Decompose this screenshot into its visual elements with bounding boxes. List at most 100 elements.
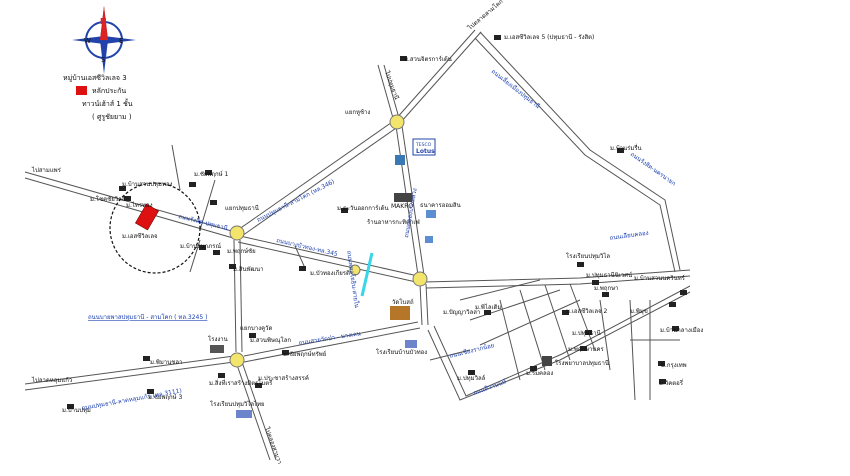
label-right3: ม.บ้านสวนนครินทร์ (634, 274, 686, 282)
label-bl3: ม.พิมานชลา (150, 359, 182, 366)
road-bottom-left (24, 355, 235, 385)
label-right12: ม.ริมคลอง (526, 370, 553, 377)
label-bl6: ม.ชัยพฤกษ์ 3 (148, 393, 183, 401)
label-bank: ธนาคารออมสิน (420, 202, 461, 209)
label-factory: โรงงาน (208, 335, 228, 343)
school-bottom-icon (405, 340, 417, 348)
legend-marker (76, 86, 87, 95)
label-makro: MAKRO (391, 203, 413, 210)
label-bl1: ม.สวนพิษณุโลก (250, 336, 291, 344)
road-label-wat: ถนนพหลโยธิน-สายใน (345, 250, 361, 308)
road-bottom-vertical (235, 361, 271, 461)
label-right2: ม.ปทุมธานีนิเวศน์ (586, 271, 632, 279)
label-right9: ม.บ้านกลางเมือง (660, 326, 703, 334)
legend-line2: ทาวน์เฮ้าส์ 1 ชั้น (82, 97, 133, 108)
road-main-diag (234, 119, 396, 233)
label-mid1: ม.พิไลเดิม (475, 303, 501, 311)
road-right-loop (479, 31, 681, 271)
label-s-top2: ม.สวนจิตรการ์เด้น (404, 55, 452, 63)
legend: หมู่บ้านเอสซีวิลเลจ 3 หลักประกัน ทาวน์เฮ… (63, 74, 133, 121)
roads (24, 29, 691, 461)
label-right5: ม.พิมุข (630, 308, 648, 315)
label-left5: ม.บ้านธนาภรณ์ (180, 242, 221, 250)
road-label-top-right: ไปตลาดสามโคก (465, 0, 505, 32)
hospital-icon (542, 356, 552, 366)
label-s-top1: ม.เอสซีวิลเลจ 5 (ปทุมธานี - รังสิต) (504, 33, 594, 41)
road-top-mid (377, 64, 394, 119)
label-right7: ม.ปทุมธานี (572, 329, 601, 337)
label-bl8: ม.บ้านปทุม (62, 407, 91, 414)
legend-marker-label: หลักประกัน (92, 87, 126, 95)
label-right8: ม.พฤกษานคร (568, 346, 605, 353)
label-wat: วัดโบสถ์ (392, 298, 414, 306)
building-icon (395, 155, 405, 165)
label-left1: ม.บ้านสวนปทุมทอง (122, 181, 173, 188)
compass-w: W (84, 37, 91, 45)
road-southeast (427, 291, 691, 401)
bank-icon-2 (425, 236, 433, 243)
label-mid2: ม.ปัญญาวิลล่า (443, 309, 480, 316)
compass-n: N (100, 17, 107, 26)
label-bl4: ม.สิ่งที่เราสร้างมิตรไมตรี (209, 379, 273, 387)
factory-icon (210, 345, 224, 353)
label-bl2: ม.ชัยพฤกษ์ทรัพย์ (283, 350, 326, 358)
label-right1: ม.บ้านร่มรื่น (610, 144, 642, 152)
svg-text:TESCO: TESCO (415, 142, 432, 148)
junction-left (229, 225, 245, 241)
legend-line3: ( ศูรูชัยยาม ) (92, 113, 132, 121)
label-right10: ม.กรุงเทพ (661, 362, 687, 369)
makro-icon (394, 193, 412, 202)
road-label-bottom-right: ไปคลองสามวา (263, 425, 284, 465)
compass-rose: N E W S (72, 6, 136, 74)
label-left3: ม.ชัยพฤกษ์ 1 (194, 170, 229, 178)
road-label-main-diag: ถนนปทุมธานี-สามโคก (ทล.346) (255, 177, 336, 223)
canal (360, 252, 374, 297)
junction-center (412, 271, 428, 287)
road-top-right (394, 29, 476, 121)
label-junction-top: แยกหูช้าง (345, 109, 370, 116)
label-right4: ม.พฤกษา (594, 285, 618, 292)
label-mid4: ม.บัวทองเกียรติ (310, 269, 350, 277)
compass-s: S (101, 56, 106, 64)
label-school-bl: โรงเรียนปทุมวิไลไทย (210, 400, 265, 408)
junction-bottom-left (229, 352, 245, 368)
bank-icon (426, 210, 436, 218)
road-center-down (419, 283, 423, 326)
road-label-rangsit-ext: ถนนรังสิต-นครนายก (629, 151, 677, 188)
label-right6: ม.เอสซีวิลเลจ 2 (566, 307, 607, 315)
road-bottom-mid (243, 321, 419, 357)
label-junction-bl: แยกบางคูวัด (240, 325, 273, 332)
road-label-bypass: ถนนบายพาสปทุมธานี - สามโคก ( ทล.3245 ) (88, 313, 207, 321)
legend-title: หมู่บ้านเอสซีวิลเลจ 3 (63, 74, 127, 82)
labels: ม.เอสซีวิลเลจ 5 (ปทุมธานี - รังสิต) ม.สว… (62, 33, 703, 414)
road-left-vertical (233, 239, 237, 353)
junction-small (349, 264, 361, 276)
junctions (229, 114, 428, 368)
label-makro-sub: ร้านอาหารกะทิคาเฟ่ (367, 219, 420, 226)
label-left4: ม.ไทรทอง (126, 201, 153, 209)
label-left7: ม.สินพัฒนา (233, 266, 263, 273)
label-bl5: ม.ประชาสร้างสรรค์ (258, 374, 309, 382)
road-east (423, 269, 691, 283)
wat-icon (390, 306, 410, 320)
road-mid-horizontal (239, 235, 419, 277)
label-right13: ม.ปทุมวิลล์ (457, 374, 486, 382)
subject-marker (135, 203, 159, 231)
svg-text:Lotus: Lotus (416, 148, 435, 155)
road-label-left-bottom: ไปลาดหลุมแก้ว (31, 376, 72, 384)
label-subject: ม.เอสซีวิลเลจ (122, 232, 158, 240)
road-label-bottom2: ถนนสายวัดป่า - บางเลน (298, 330, 361, 347)
road-label-east: ถนนเลียบคลอง (609, 229, 649, 242)
lotus-logo: TESCO Lotus (412, 138, 436, 156)
label-right11: ม.วิคตอรี่ (659, 379, 684, 387)
road-label-left-top: ไปสามแพร่ (31, 166, 62, 174)
junction-top (389, 114, 405, 130)
label-school-right: โรงเรียนปทุมวิไล (566, 252, 610, 260)
road-label-top-mid: ไปปทุมธานี (383, 69, 401, 101)
label-left6: ม.พฤกษ์ชัย (227, 247, 256, 255)
road-label-pathum-bypass: ถนนเลี่ยงเมืองปทุมธานี (490, 67, 542, 110)
school-bl-icon (236, 410, 252, 418)
house-icons (67, 35, 687, 409)
